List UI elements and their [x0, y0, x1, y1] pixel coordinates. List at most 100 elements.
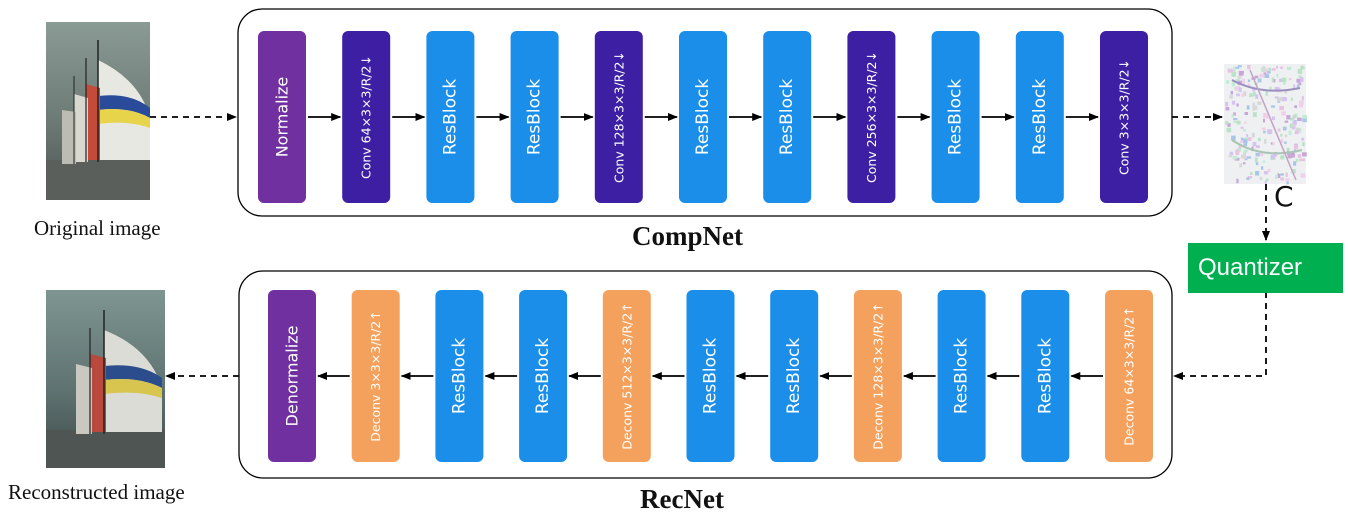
noise-pixel	[1235, 149, 1240, 155]
noise-pixel	[1300, 158, 1306, 162]
noise-pixel	[1252, 105, 1258, 111]
noise-pixel	[1238, 143, 1242, 149]
noise-pixel	[1280, 177, 1285, 181]
recnet-block-5-label: Deconv 512×3×3/R/2↑	[619, 302, 634, 449]
noise-pixel	[1242, 162, 1246, 165]
noise-pixel	[1284, 134, 1288, 138]
noise-pixel	[1268, 67, 1272, 71]
noise-pixel	[1251, 132, 1255, 138]
noise-pixel	[1297, 117, 1302, 121]
noise-pixel	[1264, 74, 1270, 78]
noise-pixel	[1274, 96, 1278, 99]
recnet-block-11-label: Deconv 64×3×3/R/2↑	[1122, 306, 1137, 445]
noise-pixel	[1238, 87, 1242, 93]
noise-pixel	[1269, 86, 1272, 90]
noise-pixel	[1252, 102, 1255, 108]
noise-pixel	[1281, 111, 1286, 116]
noise-pixel	[1292, 120, 1297, 125]
noise-pixel	[1236, 103, 1239, 107]
noise-pixel	[1243, 151, 1247, 157]
recnet-block-1-label: Denormalize	[283, 326, 302, 427]
noise-pixel	[1233, 66, 1236, 72]
compnet-block-1-label: Normalize	[273, 77, 292, 158]
noise-pixel	[1257, 137, 1261, 142]
noise-pixel	[1267, 71, 1271, 74]
noise-pixel	[1280, 173, 1284, 176]
noise-pixel	[1236, 93, 1240, 97]
recnet-block-10-resblock	[1021, 290, 1070, 462]
noise-pixel	[1245, 137, 1248, 140]
dashed-arrow-into-recnet	[1173, 292, 1267, 380]
noise-pixel	[1284, 120, 1289, 123]
noise-pixel	[1272, 78, 1276, 83]
noise-pixel	[1230, 90, 1234, 95]
noise-pixel	[1263, 71, 1267, 75]
noise-pixel	[1247, 65, 1251, 70]
noise-pixel	[1255, 162, 1259, 166]
noise-pixel	[1279, 105, 1284, 111]
noise-pixel	[1237, 76, 1242, 80]
recnet-block-2-deconv	[351, 290, 400, 462]
noise-pixel	[1243, 149, 1248, 153]
quantizer-box	[1188, 243, 1343, 293]
noise-pixel	[1276, 73, 1279, 78]
noise-pixel	[1286, 66, 1292, 71]
noise-pixel	[1288, 77, 1292, 81]
compnet-title: CompNet	[632, 221, 743, 251]
noise-pixel	[1240, 126, 1244, 129]
recnet-block-10-label: ResBlock	[1035, 338, 1055, 414]
noise-pixel	[1293, 161, 1297, 166]
noise-pixel	[1285, 172, 1288, 177]
noise-pixel	[1262, 160, 1266, 163]
compnet-block-7-label: ResBlock	[777, 79, 797, 155]
noise-pixel	[1267, 129, 1273, 134]
noise-pixel	[1280, 66, 1283, 69]
noise-pixel	[1225, 101, 1229, 107]
noise-pixel	[1229, 95, 1233, 99]
noise-pixel	[1301, 137, 1305, 141]
compact-label: C	[1274, 180, 1294, 213]
noise-pixel	[1247, 176, 1253, 179]
noise-pixel	[1236, 178, 1239, 184]
noise-pixel	[1240, 137, 1244, 141]
recnet-block-4-label: ResBlock	[533, 338, 553, 414]
noise-pixel	[1263, 130, 1266, 134]
noise-pixel	[1241, 154, 1246, 159]
noise-pixel	[1296, 78, 1301, 83]
recnet-block-9-resblock	[937, 290, 986, 462]
noise-pixel	[1297, 68, 1303, 74]
noise-pixel	[1291, 169, 1296, 174]
noise-pixel	[1229, 151, 1234, 156]
reconstructed-image	[46, 290, 165, 468]
noise-pixel	[1259, 176, 1263, 181]
noise-pixel	[1285, 178, 1290, 182]
noise-pixel	[1298, 103, 1304, 108]
noise-pixel	[1293, 84, 1296, 90]
compnet-block-1-normalize	[258, 31, 306, 203]
noise-pixel	[1231, 113, 1234, 118]
noise-pixel	[1244, 121, 1247, 124]
noise-pixel	[1254, 75, 1259, 79]
compnet-block-3-label: ResBlock	[440, 79, 460, 155]
noise-pixel	[1247, 83, 1251, 87]
compnet-block-3-resblock	[426, 31, 475, 203]
noise-pixel	[1286, 180, 1289, 185]
noise-pixel	[1260, 151, 1264, 157]
noise-pixel	[1235, 86, 1240, 91]
noise-pixel	[1295, 129, 1299, 135]
noise-pixel	[1252, 112, 1257, 117]
reconstructed-image-label: Reconstructed image	[8, 480, 185, 504]
compnet-block-2-label: Conv 64×3×3/R/2↓	[359, 55, 374, 179]
compnet-block-9-label: ResBlock	[946, 79, 966, 155]
noise-pixel	[1255, 152, 1260, 157]
noise-pixel	[1276, 65, 1279, 69]
recnet-block-6-label: ResBlock	[701, 338, 721, 414]
noise-pixel	[1259, 73, 1265, 78]
noise-pixel	[1286, 115, 1291, 120]
noise-pixel	[1302, 66, 1305, 70]
noise-pixel	[1290, 117, 1294, 121]
compnet-block-11-label: Conv 3×3×3/R/2↓	[1117, 59, 1132, 175]
noise-pixel	[1294, 105, 1298, 109]
noise-pixel	[1255, 145, 1260, 149]
